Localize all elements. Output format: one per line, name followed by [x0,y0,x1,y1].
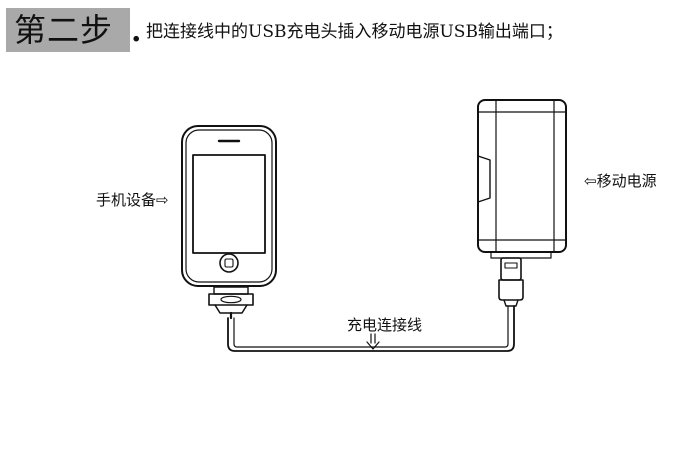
power-bank-icon [477,99,567,259]
dock-connector-icon [208,286,254,320]
step-instruction: 把连接线中的USB充电头插入移动电源USB输出端口； [146,22,563,42]
down-arrow-icon [366,333,380,350]
step-label: 第二步 [14,11,114,49]
usb-plug-icon [498,257,524,307]
step-separator: . [131,14,142,49]
power-bank-label: ⇦移动电源 [584,172,657,190]
phone-label: 手机设备⇨ [96,191,169,209]
cable-label: 充电连接线 [347,316,423,334]
phone-icon [181,125,277,287]
step-label-box [6,8,130,52]
